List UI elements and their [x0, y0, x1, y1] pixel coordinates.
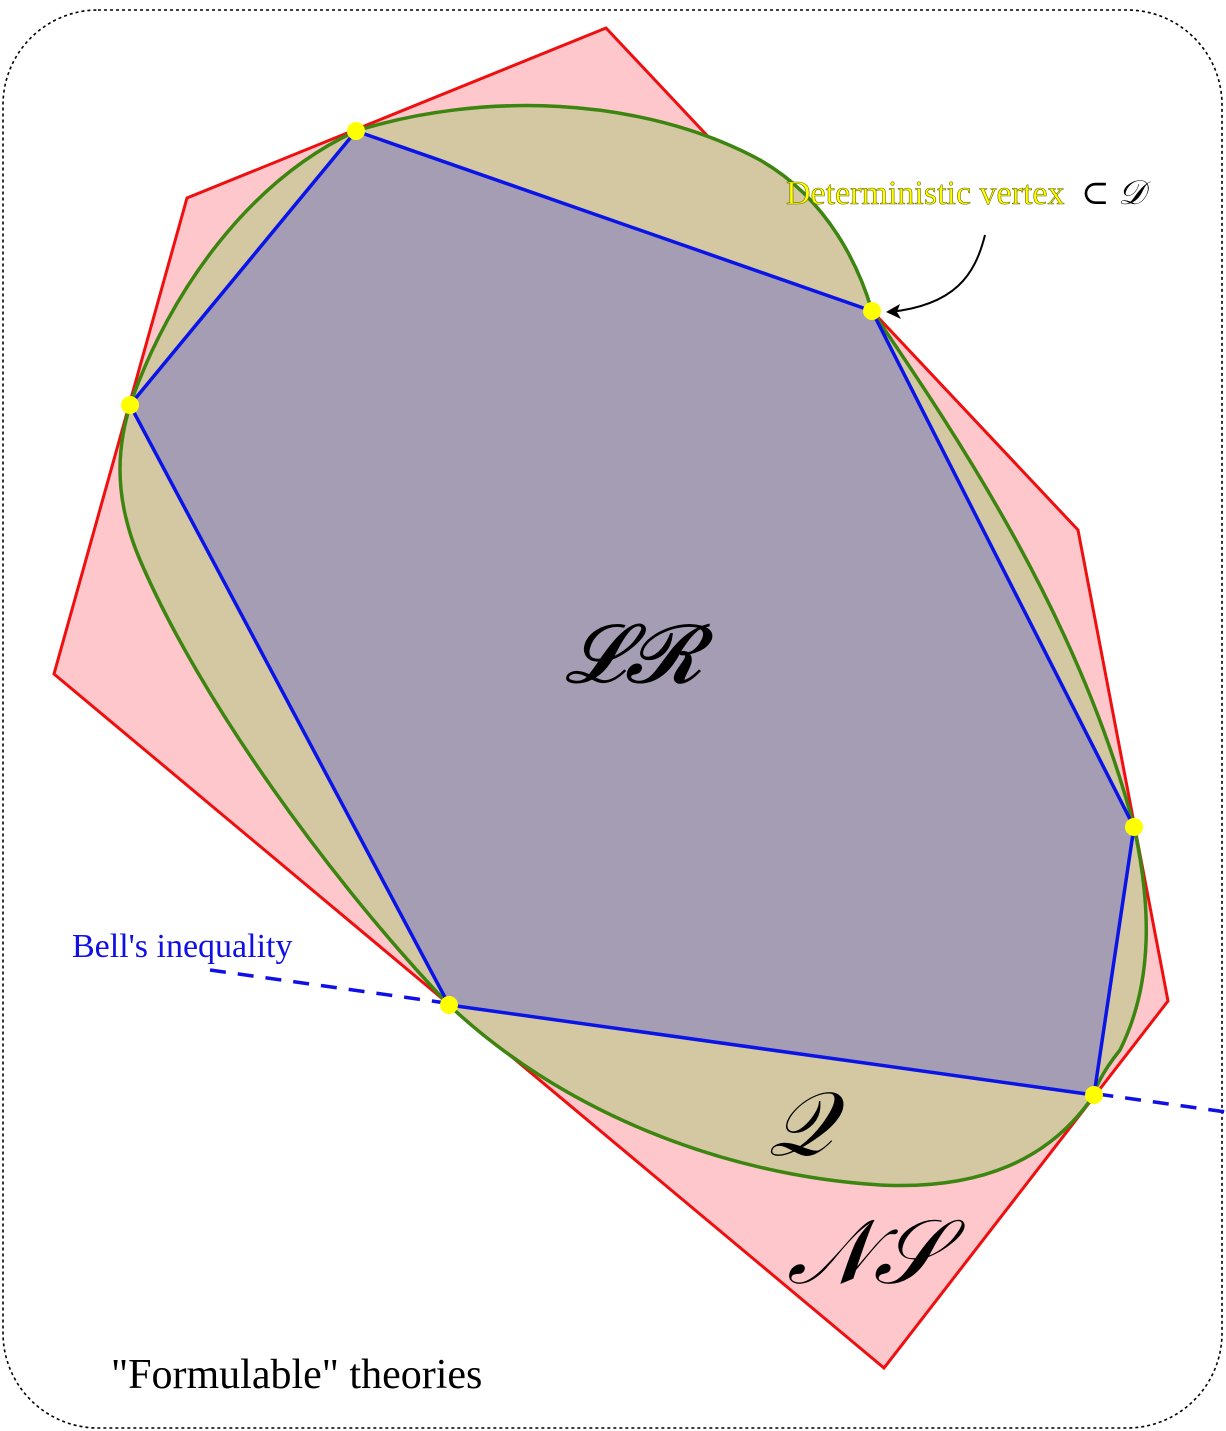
deterministic-vertex-label: Deterministic vertex ⊂ 𝒟	[786, 175, 1151, 212]
formulable-theories-frame	[2, 9, 1223, 1429]
vertex-point	[863, 302, 881, 320]
bell-inequality-label: Bell's inequality	[72, 928, 293, 965]
vertex-point	[440, 996, 458, 1014]
vertex-point	[1085, 1086, 1103, 1104]
formulable-theories-label: "Formulable" theories	[111, 1352, 482, 1398]
arrowhead-icon	[886, 304, 901, 319]
local-realistic-label: 𝓛𝓡	[565, 607, 715, 702]
deterministic-vertex-math: ⊂ 𝒟	[1081, 175, 1151, 212]
deterministic-vertex-arrow	[889, 234, 986, 313]
deterministic-vertex-text: Deterministic vertex	[786, 175, 1065, 212]
no-signalling-label: 𝒩𝒮	[787, 1200, 965, 1305]
deterministic-vertices	[121, 122, 1143, 1104]
vertex-point	[1125, 818, 1143, 836]
quantum-label: 𝒬	[768, 1072, 845, 1177]
vertex-point	[121, 396, 139, 414]
vertex-point	[347, 122, 365, 140]
